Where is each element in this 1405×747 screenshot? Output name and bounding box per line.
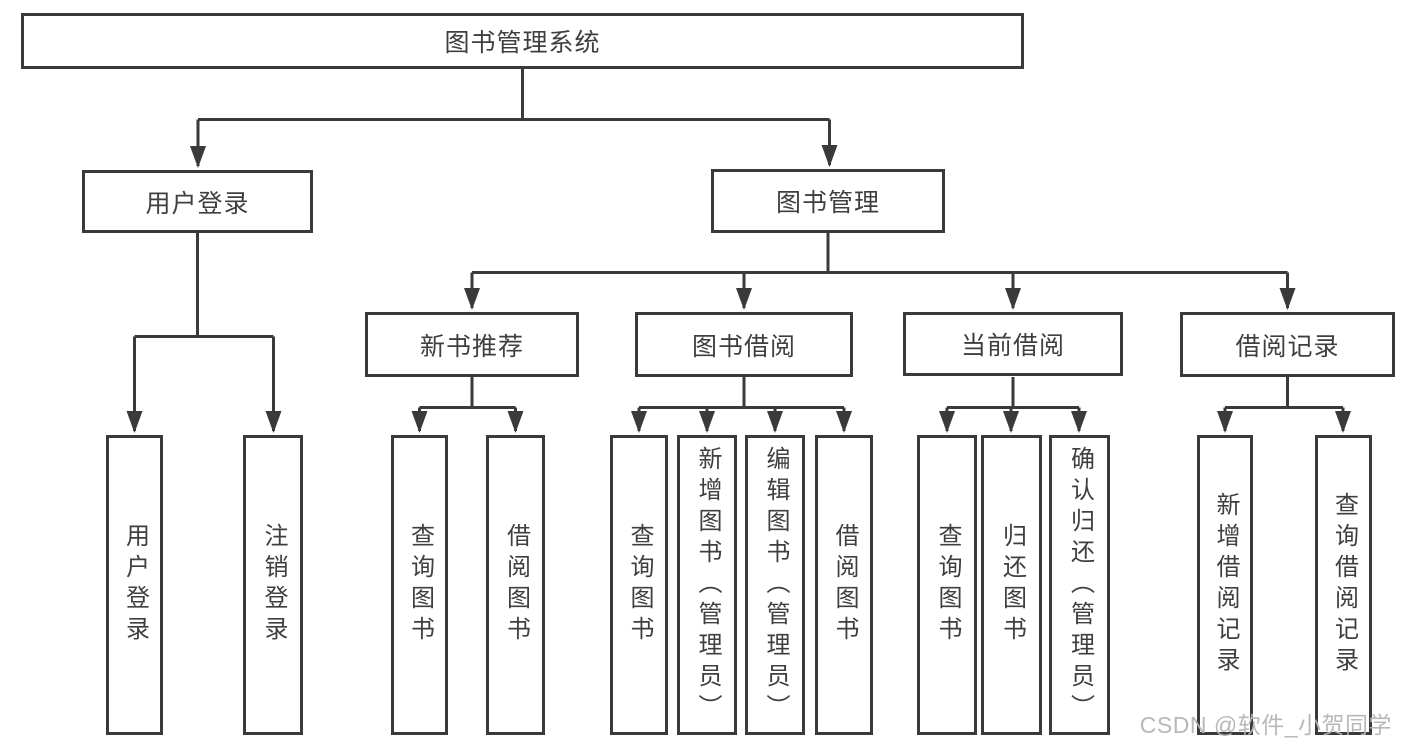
node-borrow-records: 借阅记录: [1180, 312, 1395, 377]
node-nb-query-books: 查询图书: [391, 435, 448, 735]
node-cb-confirm-return: 确认归还（管理员）: [1049, 435, 1110, 735]
node-bb-query-books-label: 查询图书: [626, 523, 653, 647]
node-br-query-record: 查询借阅记录: [1315, 435, 1372, 735]
node-book-mgmt-label: 图书管理: [775, 189, 880, 217]
node-cb-query-books: 查询图书: [917, 435, 977, 735]
node-cb-confirm-return-label: 确认归还（管理员）: [1066, 445, 1094, 725]
node-bb-add-books-label: 新增图书（管理员）: [694, 445, 721, 725]
node-bb-borrow-books: 借阅图书: [815, 435, 873, 735]
node-user-login: 用户登录: [82, 170, 313, 233]
node-br-query-record-label: 查询借阅记录: [1330, 492, 1358, 678]
node-ul-user-login: 用户登录: [106, 435, 163, 735]
node-bb-add-books: 新增图书（管理员）: [677, 435, 737, 735]
node-new-book-rec-label: 新书推荐: [419, 332, 524, 361]
node-current-borrow: 当前借阅: [903, 312, 1123, 376]
node-book-borrow: 图书借阅: [635, 312, 853, 377]
node-br-add-record-label: 新增借阅记录: [1212, 492, 1239, 678]
node-bb-borrow-books-label: 借阅图书: [831, 523, 858, 647]
node-cb-query-books-label: 查询图书: [934, 523, 961, 647]
node-ul-user-login-label: 用户登录: [121, 523, 149, 647]
node-new-book-rec: 新书推荐: [365, 312, 579, 377]
node-nb-borrow-books-label: 借阅图书: [502, 523, 530, 647]
node-br-add-record: 新增借阅记录: [1197, 435, 1253, 735]
node-root-label: 图书管理系统: [444, 29, 601, 57]
node-ul-logout-label: 注销登录: [260, 523, 287, 647]
node-bb-edit-books-label: 编辑图书（管理员）: [762, 445, 789, 725]
node-bb-query-books: 查询图书: [610, 435, 668, 735]
node-borrow-records-label: 借阅记录: [1235, 332, 1340, 361]
node-current-borrow-label: 当前借阅: [960, 332, 1065, 360]
node-nb-query-books-label: 查询图书: [406, 523, 434, 647]
node-ul-logout: 注销登录: [243, 435, 303, 735]
node-root: 图书管理系统: [21, 13, 1024, 69]
node-book-borrow-label: 图书借阅: [691, 332, 796, 361]
node-nb-borrow-books: 借阅图书: [486, 435, 545, 735]
csdn-watermark: CSDN @软件_小贺同学: [1139, 712, 1392, 738]
node-cb-return-books: 归还图书: [981, 435, 1042, 735]
node-bb-edit-books: 编辑图书（管理员）: [745, 435, 805, 735]
node-book-mgmt: 图书管理: [711, 169, 945, 233]
node-user-login-label: 用户登录: [145, 189, 250, 218]
node-cb-return-books-label: 归还图书: [998, 523, 1026, 647]
